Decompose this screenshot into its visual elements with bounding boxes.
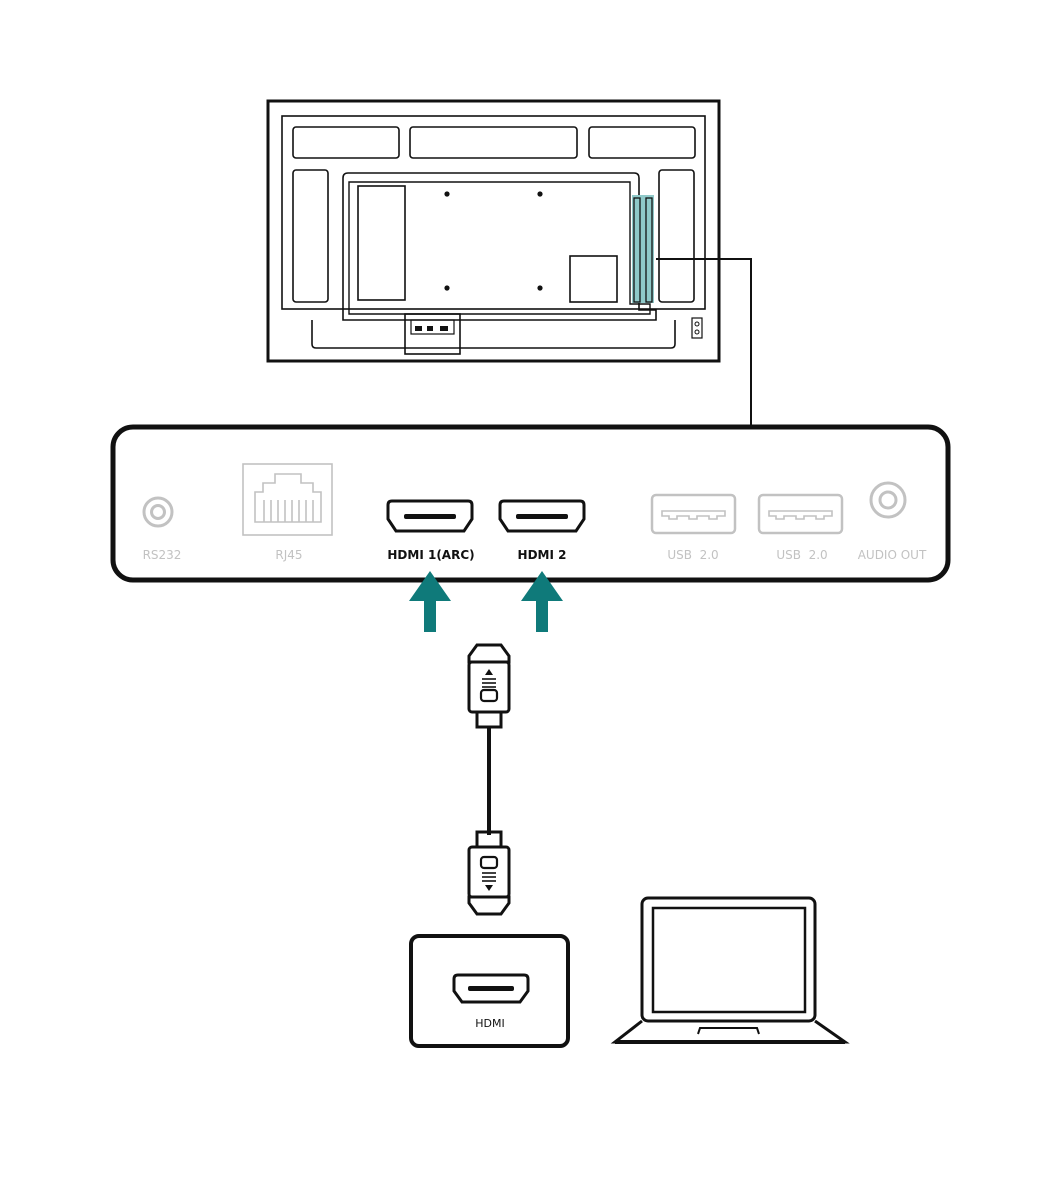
arrow-up-icon <box>409 571 451 632</box>
rs232-port-icon <box>142 496 174 528</box>
port-label-usb-2: USB 2.0 <box>776 548 827 562</box>
port-label-hdmi-2: HDMI 2 <box>518 548 567 562</box>
hdmi-port-icon <box>498 499 586 533</box>
port-label-rj45: RJ45 <box>275 548 302 562</box>
arrow-up-icon <box>521 571 563 632</box>
rj45-port-icon <box>242 463 333 536</box>
port-label-audio-out: AUDIO OUT <box>858 548 927 562</box>
port-label-usb-1: USB 2.0 <box>667 548 718 562</box>
hdmi-cable <box>467 643 511 916</box>
hdmi-port-icon <box>386 499 474 533</box>
source-port-label: HDMI <box>475 1017 504 1030</box>
port-label-hdmi-1-arc: HDMI 1(ARC) <box>387 548 474 562</box>
audio-jack-icon <box>869 481 907 519</box>
usb-port-icon <box>650 493 737 535</box>
io-panel <box>110 424 951 583</box>
io-highlight <box>632 195 654 303</box>
display-rear-view <box>266 99 721 363</box>
hdmi-plug-icon <box>467 830 511 916</box>
hdmi-port-icon <box>452 973 530 1004</box>
port-label-rs232: RS232 <box>143 548 182 562</box>
callout-leader-line <box>656 258 752 425</box>
laptop-icon <box>610 896 850 1044</box>
hdmi-plug-icon <box>467 643 511 729</box>
usb-port-icon <box>757 493 844 535</box>
